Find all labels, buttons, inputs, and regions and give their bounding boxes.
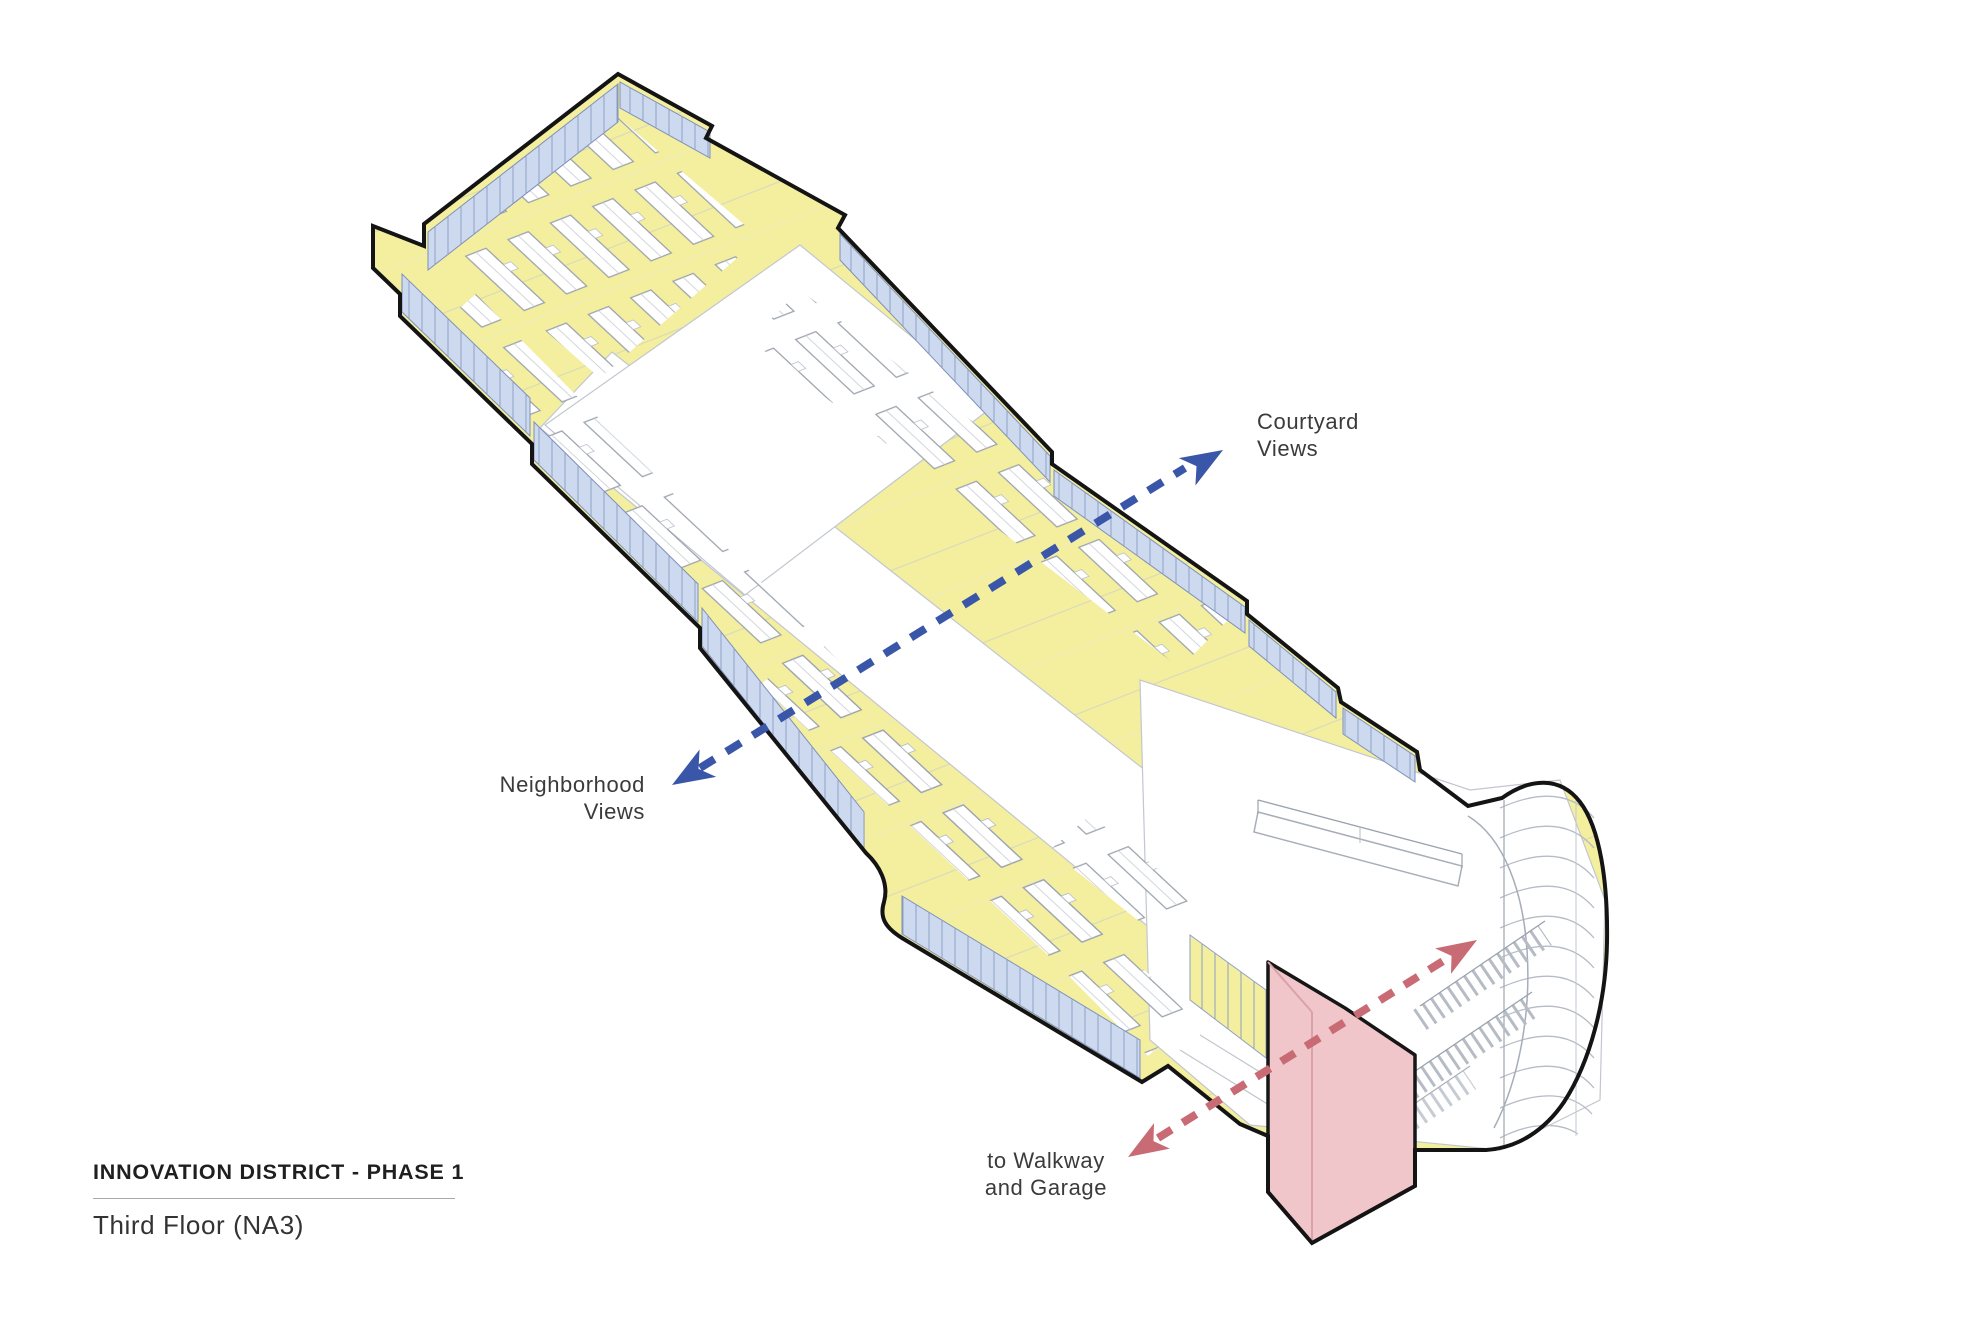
shaft-top-edge — [1267, 961, 1313, 1013]
walkway-bridge — [1253, 799, 1463, 887]
arrowhead-neighborhood — [672, 749, 717, 785]
floor-title: Third Floor (NA3) — [93, 1210, 305, 1240]
annotation-neighborhood-views: Neighborhood Views — [420, 771, 645, 825]
annotation-courtyard-line1: Courtyard — [1257, 409, 1359, 434]
glazing-southwest-facade — [401, 272, 1141, 1079]
arrowhead-walkway — [1128, 1123, 1170, 1157]
building-outline — [371, 71, 1610, 1246]
bench-field-courtyard — [750, 290, 1230, 668]
bench-field-southeast — [1050, 815, 1200, 938]
annotation-walkway-garage: to Walkway and Garage — [926, 1147, 1166, 1201]
building-mass — [373, 74, 1608, 1243]
arrowhead-courtyard — [1178, 450, 1223, 486]
view-arrow-blue — [672, 450, 1223, 785]
glazing-courtyard-facade — [619, 81, 1416, 783]
title-divider — [93, 1198, 455, 1199]
bench-field-south-inner — [760, 643, 1130, 985]
title-block: INNOVATION DISTRICT - PHASE 1 Third Floo… — [93, 1160, 493, 1241]
annotation-courtyard-line2: Views — [1257, 436, 1319, 461]
annotation-walkway-line1: to Walkway — [987, 1148, 1105, 1173]
annotation-neighborhood-line1: Neighborhood — [499, 772, 645, 797]
glazing-northwest-end — [427, 82, 619, 272]
stair-drum-wall — [1467, 815, 1529, 1129]
project-title: INNOVATION DISTRICT - PHASE 1 — [93, 1160, 465, 1184]
tower-curved-banding — [1499, 795, 1595, 1139]
annotation-neighborhood-line2: Views — [583, 799, 645, 824]
circulation-arrow-red — [1128, 940, 1477, 1157]
annotation-courtyard-views: Courtyard Views — [1257, 408, 1359, 462]
glazed-room-southeast — [1189, 934, 1267, 1060]
annotation-walkway-line2: and Garage — [984, 1175, 1108, 1200]
arrowhead-stair — [1435, 940, 1477, 974]
